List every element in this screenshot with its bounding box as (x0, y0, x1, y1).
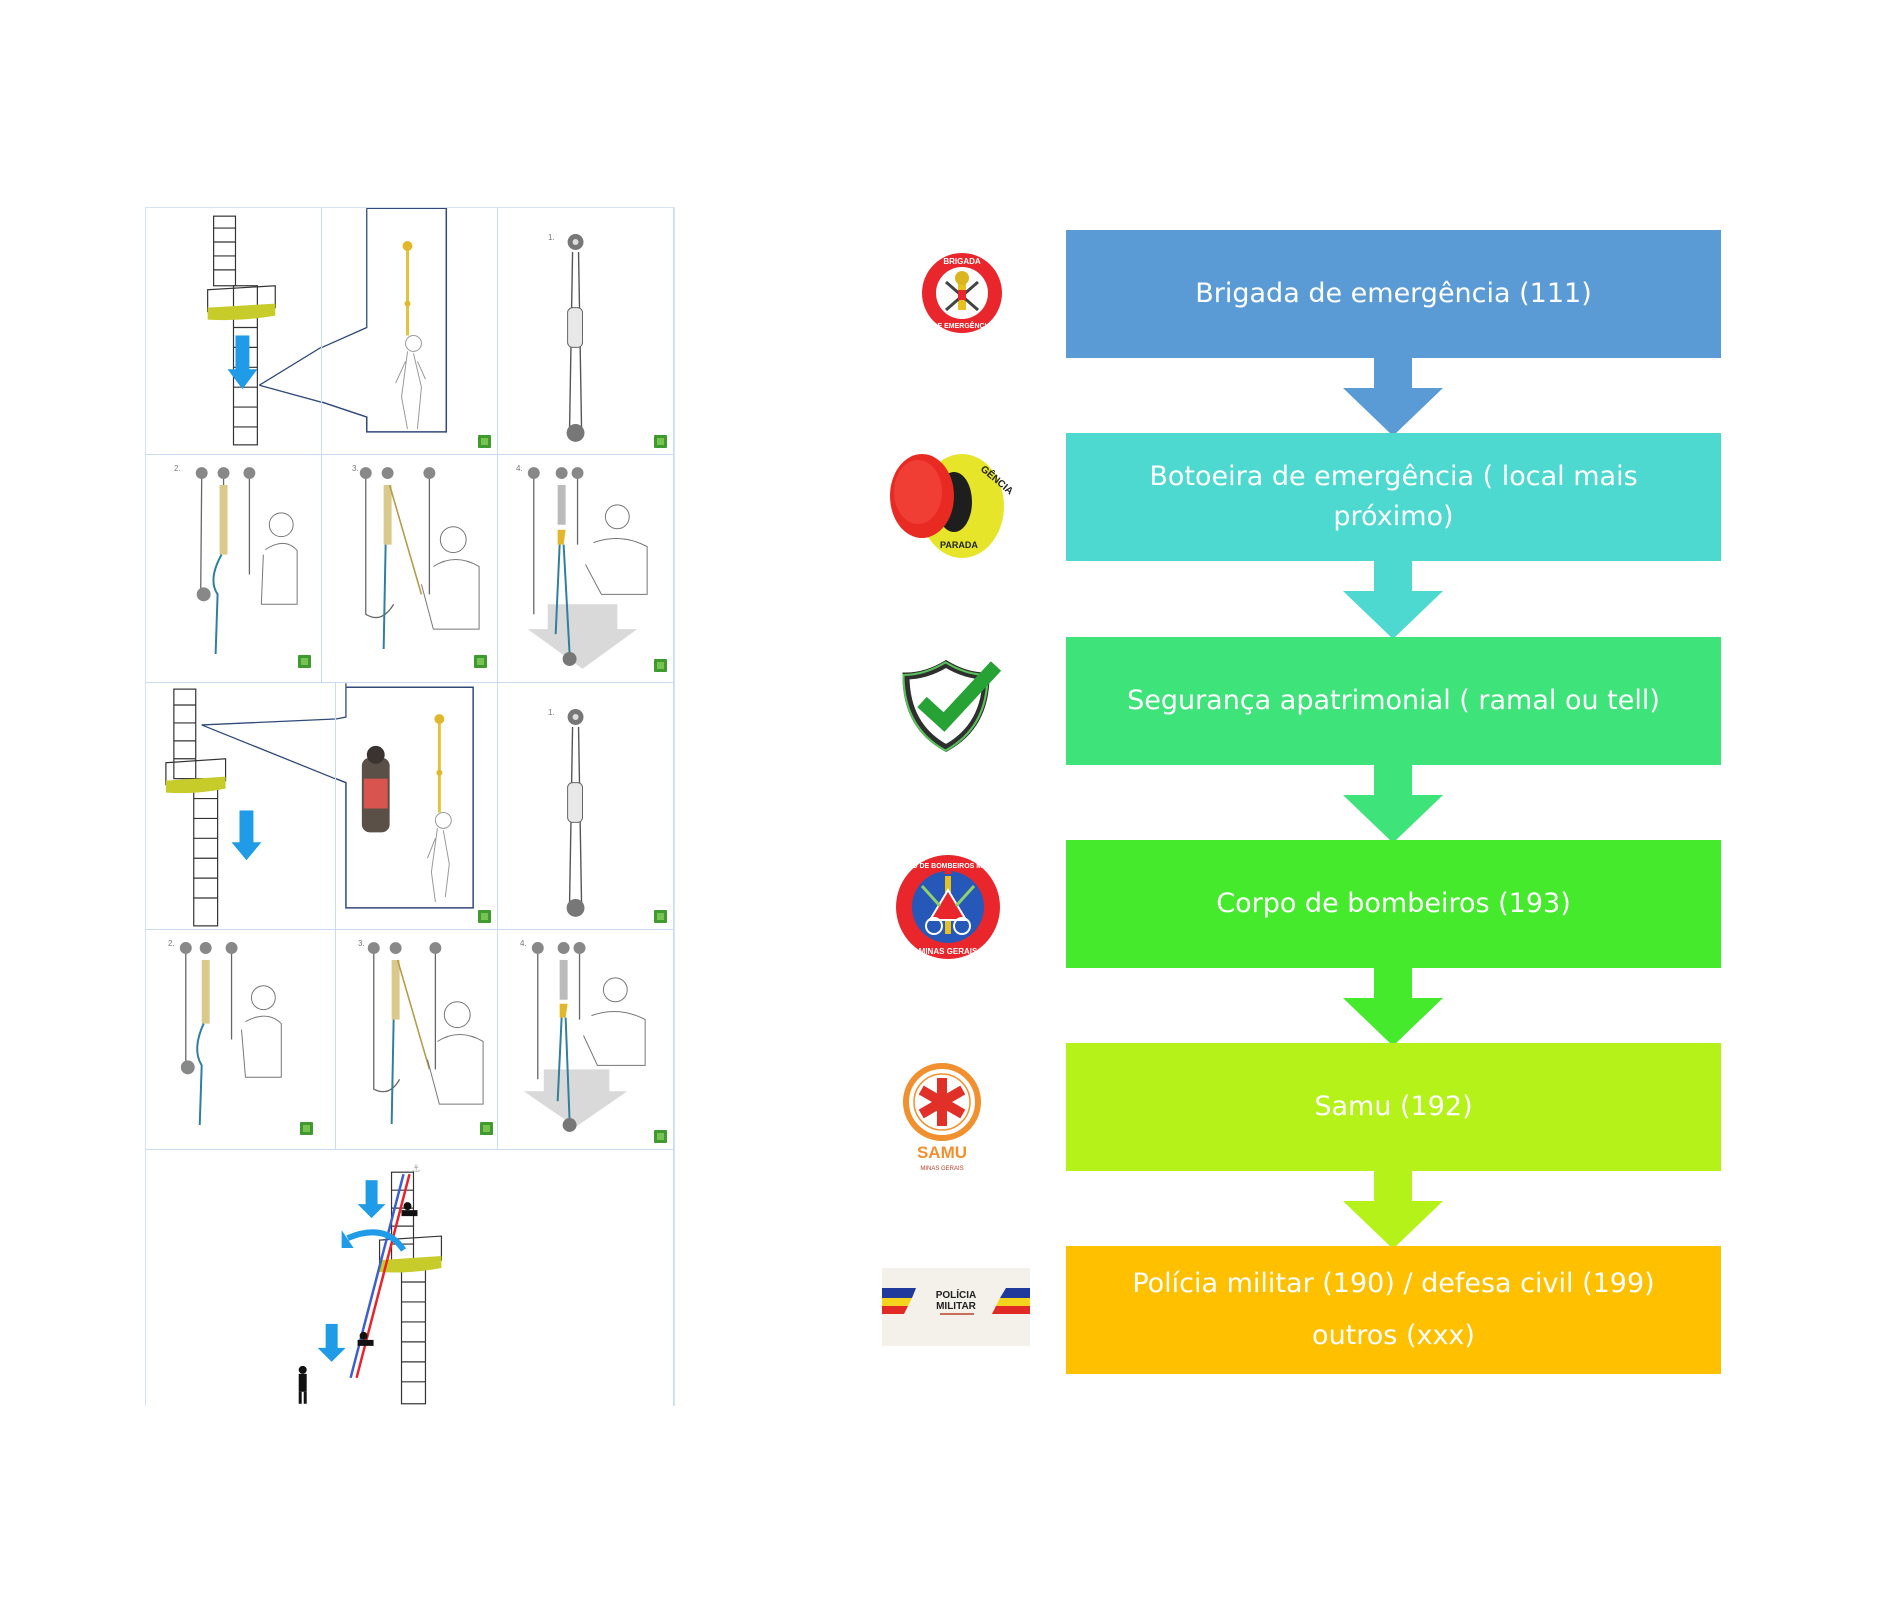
flow-down-arrow-icon (1343, 358, 1443, 436)
rescue-kit-illustration (566, 709, 585, 917)
svg-text:BRIGADA: BRIGADA (943, 257, 981, 266)
corpo-de-bombeiros-logo: CORPO DE BOMBEIROS MILITAR MINAS GERAIS (888, 852, 1008, 962)
samu-logo: SAMU MINAS GERAIS (896, 1060, 996, 1180)
rescued-person-icon (357, 1331, 374, 1346)
step-badge-icon (298, 655, 311, 668)
step-badge-icon (474, 655, 487, 668)
step-badge-icon (478, 910, 491, 923)
flow-step-label: Segurança apatrimonial ( ramal ou tell) (1127, 685, 1660, 716)
flow-step-seguranca-patrimonial: Segurança apatrimonial ( ramal ou tell) (1066, 637, 1721, 765)
lowering-arrow-icon (527, 604, 638, 669)
step-number: 3. (352, 464, 359, 473)
rescue-kit-step-3b-panel: 3. (336, 930, 498, 1150)
flow-down-arrow-icon (1343, 561, 1443, 639)
rescue-kit-step-3-panel: 3. (322, 455, 498, 683)
caged-ladder-illustration (207, 215, 321, 446)
hanging-person-icon (426, 811, 452, 902)
rescuer-icon (401, 1202, 418, 1217)
rescue-kit-step-4-panel: 4. (498, 455, 674, 683)
flag-stripes-right-icon (992, 1288, 1030, 1314)
flow-step-brigada-de-emergencia: Brigada de emergência (111) (1066, 230, 1721, 358)
svg-text:MINAS GERAIS: MINAS GERAIS (920, 1166, 963, 1172)
rescue-step-illustration (523, 942, 646, 1132)
flow-step-policia-militar-defesa-civil: Polícia militar (190) / defesa civil (19… (1066, 1246, 1721, 1374)
step-badge-icon (654, 435, 667, 448)
down-arrow-icon (317, 1323, 346, 1362)
hanging-person-icon (395, 334, 426, 430)
down-arrow-icon (357, 1180, 386, 1219)
emergency-stop-button-logo: GÊNCIA PARADA (884, 444, 1016, 564)
suspended-worker-harness-illustration (336, 683, 474, 909)
lowering-arrow-icon (523, 1069, 628, 1127)
rescue-step-illustration (527, 467, 648, 669)
rescue-kit-step-2-panel: 2. (146, 455, 322, 683)
rescue-step-illustration (359, 467, 480, 650)
rescue-kit-illustration (566, 234, 585, 442)
platform-icon (165, 776, 226, 794)
svg-text:MILITAR: MILITAR (936, 1301, 977, 1312)
svg-text:SAMU: SAMU (917, 1143, 967, 1162)
platform-icon (207, 303, 276, 321)
step-number: 1. (548, 233, 555, 242)
step-badge-icon (480, 1122, 493, 1135)
flow-step-label: Brigada de emergência (111) (1195, 278, 1592, 309)
rescue-kit-step-4b-panel: 4. (498, 930, 674, 1150)
down-arrow-icon (227, 335, 258, 390)
policia-militar-logo: POLÍCIA MILITAR (882, 1268, 1030, 1346)
brigada-de-emergencia-logo: BRIGADA DE EMERGÊNCIA (912, 248, 1012, 338)
ladder-fall-overview-2-panel (146, 683, 336, 930)
step-badge-icon (478, 435, 491, 448)
step-number: 2. (168, 939, 175, 948)
safety-harness-icon (361, 745, 390, 833)
rescue-kit-step-1b-panel: 1. (498, 683, 674, 930)
rope-descent-illustration: ⚓ (298, 1164, 443, 1405)
flow-step-label: Corpo de bombeiros (193) (1216, 888, 1571, 919)
flow-step-label: Botoeira de emergência ( local mais próx… (1149, 461, 1638, 532)
svg-text:MINAS GERAIS: MINAS GERAIS (919, 947, 978, 956)
svg-text:PARADA: PARADA (940, 540, 978, 550)
svg-text:DE EMERGÊNCIA: DE EMERGÊNCIA (932, 321, 991, 330)
suspended-worker-zoom-panel (322, 208, 498, 455)
step-number: 4. (516, 464, 523, 473)
flow-step-label-line-1: Polícia militar (190) / defesa civil (19… (1132, 1268, 1655, 1299)
step-badge-icon (300, 1122, 313, 1135)
suspended-worker-illustration (322, 208, 448, 433)
step-number: 1. (548, 708, 555, 717)
flow-step-botoeira-de-emergencia: Botoeira de emergência ( local mais próx… (1066, 433, 1721, 561)
flow-down-arrow-icon (1343, 1171, 1443, 1249)
down-arrow-icon (231, 810, 262, 861)
rescue-step-illustration (195, 467, 298, 655)
step-badge-icon (654, 1130, 667, 1143)
flow-down-arrow-icon (1343, 765, 1443, 843)
step-number: 4. (520, 939, 527, 948)
step-badge-icon (654, 910, 667, 923)
flow-down-arrow-icon (1343, 968, 1443, 1046)
svg-text:POLÍCIA: POLÍCIA (936, 1288, 977, 1301)
svg-text:CORPO DE BOMBEIROS MILITAR: CORPO DE BOMBEIROS MILITAR (892, 863, 1004, 870)
flag-stripes-left-icon (882, 1288, 916, 1314)
swing-arrow-icon (346, 1229, 407, 1252)
step-badge-icon (654, 659, 667, 672)
step-number: 2. (174, 464, 181, 473)
rescue-illustration-panel: 1. 2. 3. (145, 207, 675, 1406)
platform-icon (379, 1256, 442, 1273)
caged-ladder-illustration (165, 688, 335, 927)
security-shield-check-logo (896, 656, 1006, 756)
rescue-step-illustration (179, 942, 282, 1126)
flow-step-label: Samu (192) (1314, 1091, 1473, 1122)
rescue-kit-step-2b-panel: 2. (146, 930, 336, 1150)
ground-person-icon (298, 1365, 307, 1404)
anchor-icon: ⚓ (411, 1164, 420, 1175)
rescue-step-illustration (367, 942, 484, 1124)
flow-step-corpo-de-bombeiros: Corpo de bombeiros (193) (1066, 840, 1721, 968)
rope-descent-rescue-panel: ⚓ (146, 1150, 674, 1406)
star-of-life-icon (918, 1078, 966, 1126)
flow-step-label-line-2: outros (xxx) (1312, 1320, 1475, 1351)
flow-step-samu: Samu (192) (1066, 1043, 1721, 1171)
suspended-worker-harness-zoom-panel (336, 683, 498, 930)
step-number: 3. (358, 939, 365, 948)
ladder-fall-overview-panel (146, 208, 322, 455)
rescue-kit-step-1-panel: 1. (498, 208, 674, 455)
